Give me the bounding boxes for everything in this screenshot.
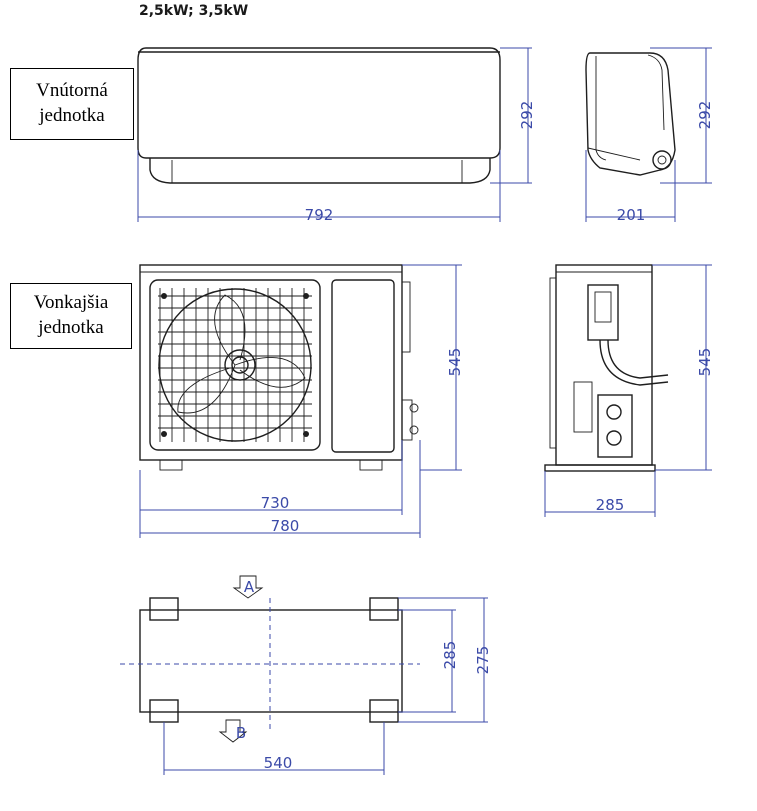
page-title: 2,5kW; 3,5kW bbox=[139, 3, 249, 19]
outdoor-front-height-value: 545 bbox=[446, 348, 464, 377]
base-top-view: A B bbox=[120, 575, 420, 743]
indoor-unit-front-view bbox=[137, 47, 501, 184]
outdoor-unit-side-view bbox=[544, 264, 669, 472]
indoor-side-height-dimension: 292 bbox=[650, 47, 714, 184]
outdoor-label-line1: Vonkajšia bbox=[33, 292, 109, 313]
outdoor-depth-value: 285 bbox=[596, 496, 625, 514]
indoor-width-dimension: 792 bbox=[137, 150, 501, 224]
outdoor-unit-front-view bbox=[139, 264, 419, 471]
outdoor-unit-label: Vonkajšia jednotka bbox=[10, 283, 132, 349]
fan-grille bbox=[158, 288, 312, 442]
indoor-label-line2: jednotka bbox=[39, 105, 105, 126]
base-mount-width-dimension: 540 bbox=[163, 722, 385, 775]
outdoor-total-width-dimension: 780 bbox=[140, 440, 421, 538]
base-mount-width-value: 540 bbox=[264, 754, 293, 772]
outdoor-side-height-value: 545 bbox=[696, 348, 714, 377]
indoor-depth-dimension: 201 bbox=[585, 150, 676, 224]
indoor-side-height-value: 292 bbox=[696, 101, 714, 130]
indoor-depth-value: 201 bbox=[617, 206, 646, 224]
arrow-a-label: A bbox=[244, 578, 255, 596]
base-outer-depth-value: 275 bbox=[474, 646, 492, 675]
outdoor-body-width-dimension: 730 bbox=[139, 440, 403, 538]
indoor-front-height-value: 292 bbox=[518, 101, 536, 130]
base-inner-depth-dimension: 285 bbox=[398, 609, 459, 713]
indoor-front-height-dimension: 292 bbox=[490, 47, 536, 184]
arrow-b-label: B bbox=[236, 724, 246, 742]
outdoor-front-height-dimension: 545 bbox=[402, 264, 464, 471]
indoor-label-line1: Vnútorná bbox=[36, 80, 108, 101]
outdoor-total-width-value: 780 bbox=[271, 517, 300, 535]
base-outer-depth-dimension: 275 bbox=[398, 597, 492, 723]
outdoor-side-height-dimension: 545 bbox=[652, 264, 714, 471]
outdoor-body-width-value: 730 bbox=[261, 494, 290, 512]
base-inner-depth-value: 285 bbox=[441, 641, 459, 670]
indoor-unit-side-view bbox=[585, 52, 676, 176]
outdoor-depth-dimension: 285 bbox=[544, 471, 656, 517]
indoor-unit-label: Vnútorná jednotka bbox=[10, 68, 134, 140]
indoor-width-value: 792 bbox=[305, 206, 334, 224]
outdoor-label-line2: jednotka bbox=[38, 317, 104, 338]
